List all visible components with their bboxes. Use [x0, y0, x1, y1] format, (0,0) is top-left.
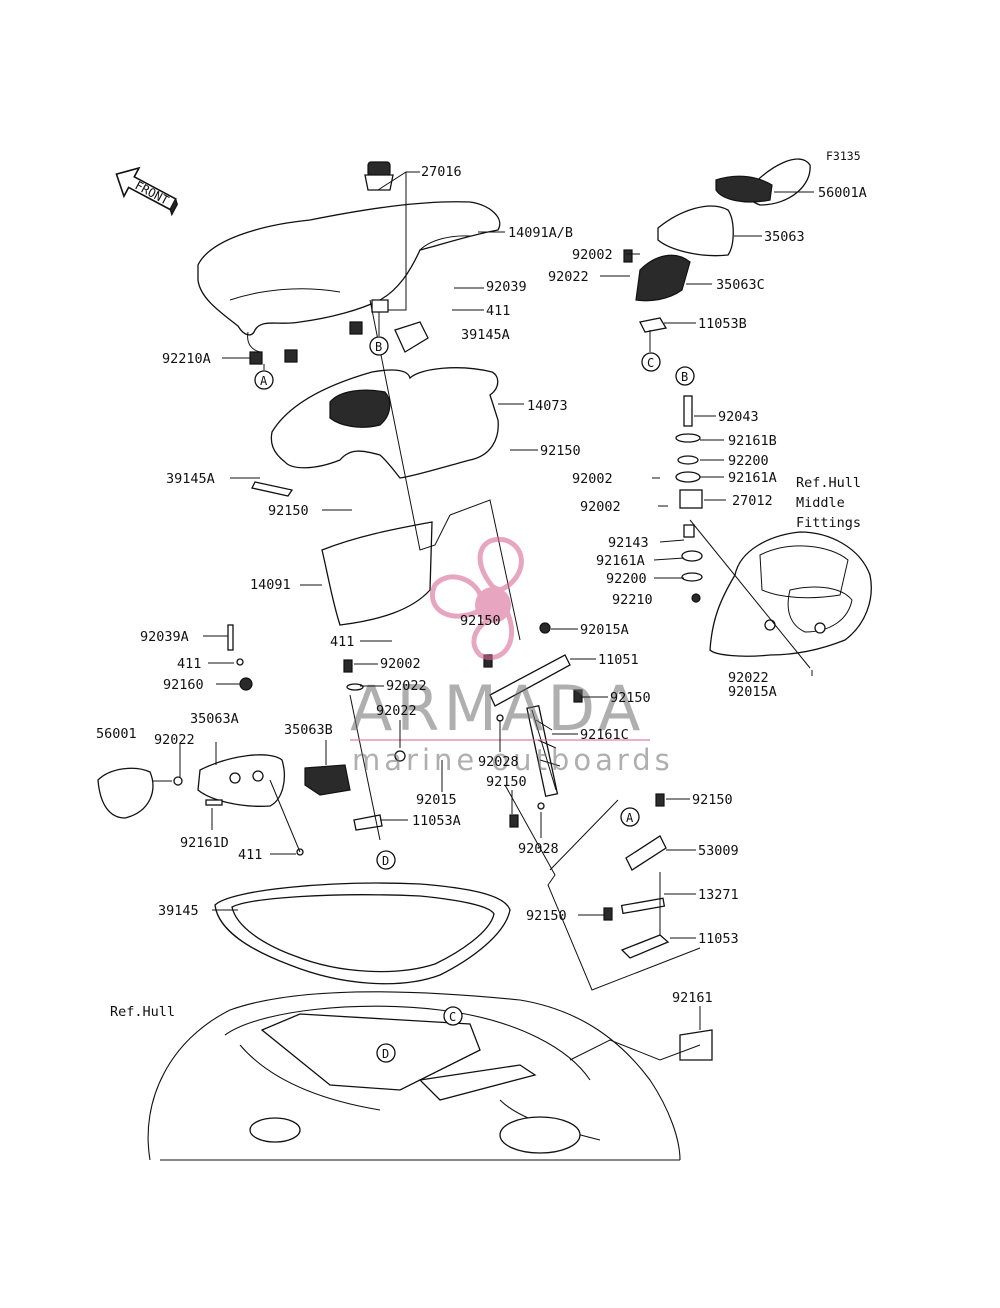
marker-b-top: B [375, 340, 382, 354]
part-label: 92022 [154, 732, 195, 748]
seat-illustration [197, 161, 501, 353]
part-label: 92002 [580, 499, 621, 515]
part-label: 92161D [180, 835, 229, 851]
part-label: 92210 [612, 592, 653, 608]
part-label: 27012 [732, 493, 773, 509]
part-label: 27016 [421, 164, 462, 180]
part-label: 92210A [162, 351, 211, 367]
part-label: 35063C [716, 277, 765, 293]
part-label: 11051 [598, 652, 639, 668]
latch-illustration [603, 793, 670, 959]
part-label: 35063B [284, 722, 333, 738]
seat-base-illustration [249, 321, 499, 497]
part-label: 56001A [818, 185, 867, 201]
watermark-tagline: marine outboards [352, 743, 674, 777]
ref-hull-middle-line1: Ref.Hull [796, 475, 861, 491]
part-label: 53009 [698, 843, 739, 859]
part-label: 411 [486, 303, 510, 319]
part-label: 11053B [698, 316, 747, 332]
part-label: 39145A [461, 327, 510, 343]
part-label: 92039 [486, 279, 527, 295]
part-label: 92200 [606, 571, 647, 587]
part-label: 14091 [250, 577, 291, 593]
front-arrow-icon: FRONT [115, 166, 178, 217]
part-label: 92150 [540, 443, 581, 459]
watermark-logo: ARMADA marine outboards [350, 536, 674, 777]
part-label: 14073 [527, 398, 568, 414]
part-label: 92022 [386, 678, 427, 694]
handgrip-illustration [623, 158, 811, 333]
part-label: 92028 [478, 754, 519, 770]
marker-a-right: A [626, 811, 634, 825]
marker-a-top: A [260, 374, 268, 388]
part-label: 92150 [526, 908, 567, 924]
watermark-brand: ARMADA [350, 672, 644, 745]
front-label: FRONT [133, 178, 171, 207]
propeller-logo-icon [429, 536, 524, 661]
figure-code: F3135 [826, 149, 861, 163]
ref-hull-label: Ref.Hull [110, 1004, 175, 1020]
part-label: 92161A [728, 470, 777, 486]
part-number-labels: F3135 27016 14091A/B 92039 411 39145A 14… [96, 149, 867, 1020]
hull-illustration [147, 991, 713, 1161]
hull-label-plate-illustration [679, 1029, 713, 1061]
part-label: 92150 [268, 503, 309, 519]
part-label: 56001 [96, 726, 137, 742]
part-label: 92160 [163, 677, 204, 693]
part-label: 35063 [764, 229, 805, 245]
part-label: 92143 [608, 535, 649, 551]
part-label: 11053A [412, 813, 461, 829]
part-label: 92022 [728, 670, 769, 686]
circle-markers: B A C B D A C D [254, 336, 695, 1063]
marker-d-hull: D [382, 1047, 389, 1061]
part-label: 92002 [572, 247, 613, 263]
marker-c-hull: C [449, 1010, 456, 1024]
part-label: 92043 [718, 409, 759, 425]
part-label: 92150 [692, 792, 733, 808]
reference-lines [263, 299, 811, 1061]
marker-b-right: B [681, 370, 688, 384]
part-label: 92150 [486, 774, 527, 790]
marker-d-left: D [382, 854, 389, 868]
part-label: 13271 [698, 887, 739, 903]
part-label: 92039A [140, 629, 189, 645]
label-leaders [152, 171, 814, 1030]
left-grip-illustration [97, 624, 406, 856]
ref-hull-middle-line2: Middle [796, 495, 845, 511]
panel-14091-illustration [321, 521, 433, 626]
part-label: 92161B [728, 433, 777, 449]
part-label: 92015A [728, 684, 777, 700]
part-label: 11053 [698, 931, 739, 947]
gasket-39145-illustration [214, 882, 511, 985]
glovebox-lid-illustration [675, 395, 872, 657]
ref-hull-middle-line3: Fittings [796, 515, 861, 531]
part-label: 92200 [728, 453, 769, 469]
part-label: 411 [238, 847, 262, 863]
part-label: 92022 [548, 269, 589, 285]
marker-c-top: C [647, 356, 654, 370]
part-label: 35063A [190, 711, 239, 727]
bracket-spring-illustration [483, 622, 583, 828]
part-label: 411 [330, 634, 354, 650]
part-label: 92002 [572, 471, 613, 487]
part-label: 92161 [672, 990, 713, 1006]
part-label: 92015 [416, 792, 457, 808]
part-label: 39145 [158, 903, 199, 919]
part-label: 39145A [166, 471, 215, 487]
part-label: 92161A [596, 553, 645, 569]
part-label: 92015A [580, 622, 629, 638]
part-label: 92002 [380, 656, 421, 672]
part-label: 92022 [376, 703, 417, 719]
part-label: 92150 [610, 690, 651, 706]
part-label: 92161C [580, 727, 629, 743]
part-label: 92028 [518, 841, 559, 857]
part-label: 14091A/B [508, 225, 573, 241]
part-label: 411 [177, 656, 201, 672]
part-label: 92150 [460, 613, 501, 629]
seat-cap-icon [367, 161, 391, 177]
